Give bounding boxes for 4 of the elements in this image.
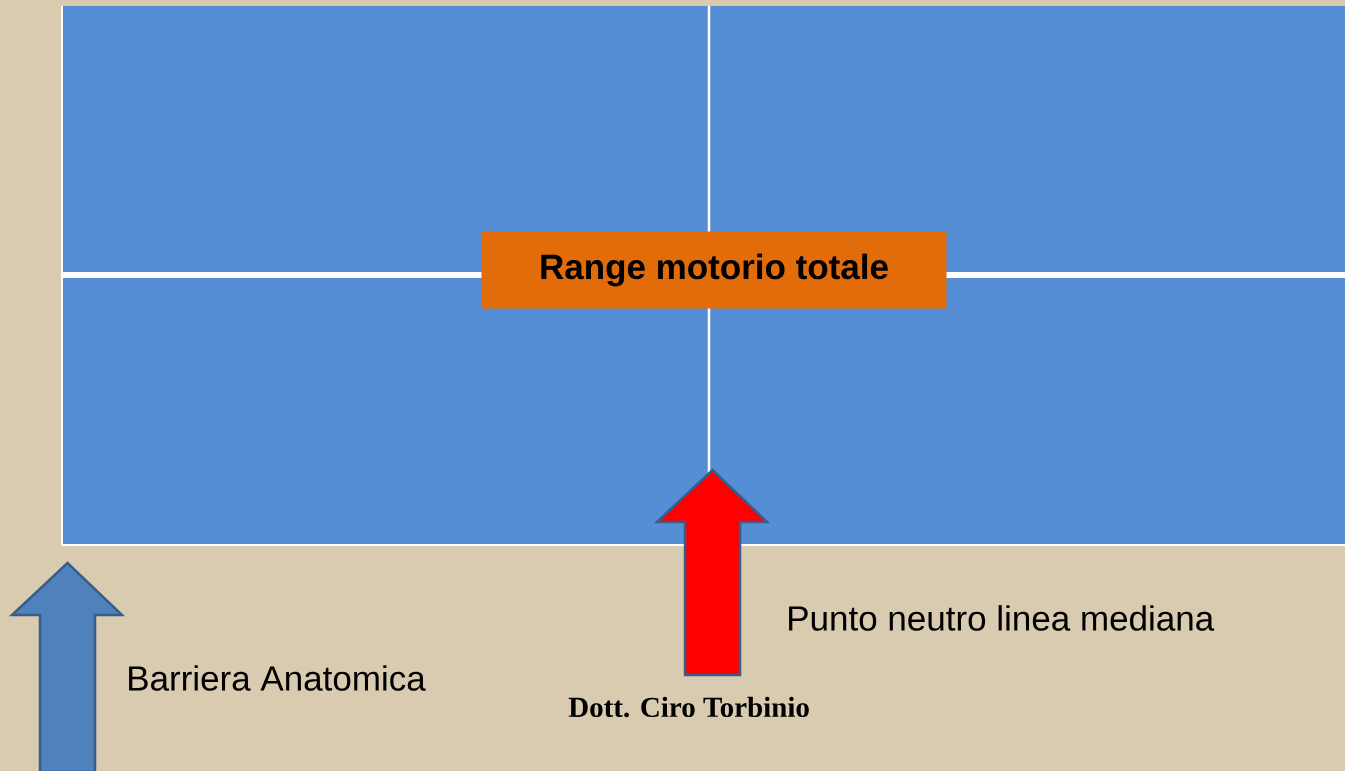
author-name: Dott. Ciro Torbinio: [568, 696, 809, 718]
label-text: Barriera Anatomica: [129, 665, 426, 691]
title-box: Range motorio totale: [481, 231, 947, 309]
label-text: Punto neutro linea mediana: [789, 605, 1215, 631]
